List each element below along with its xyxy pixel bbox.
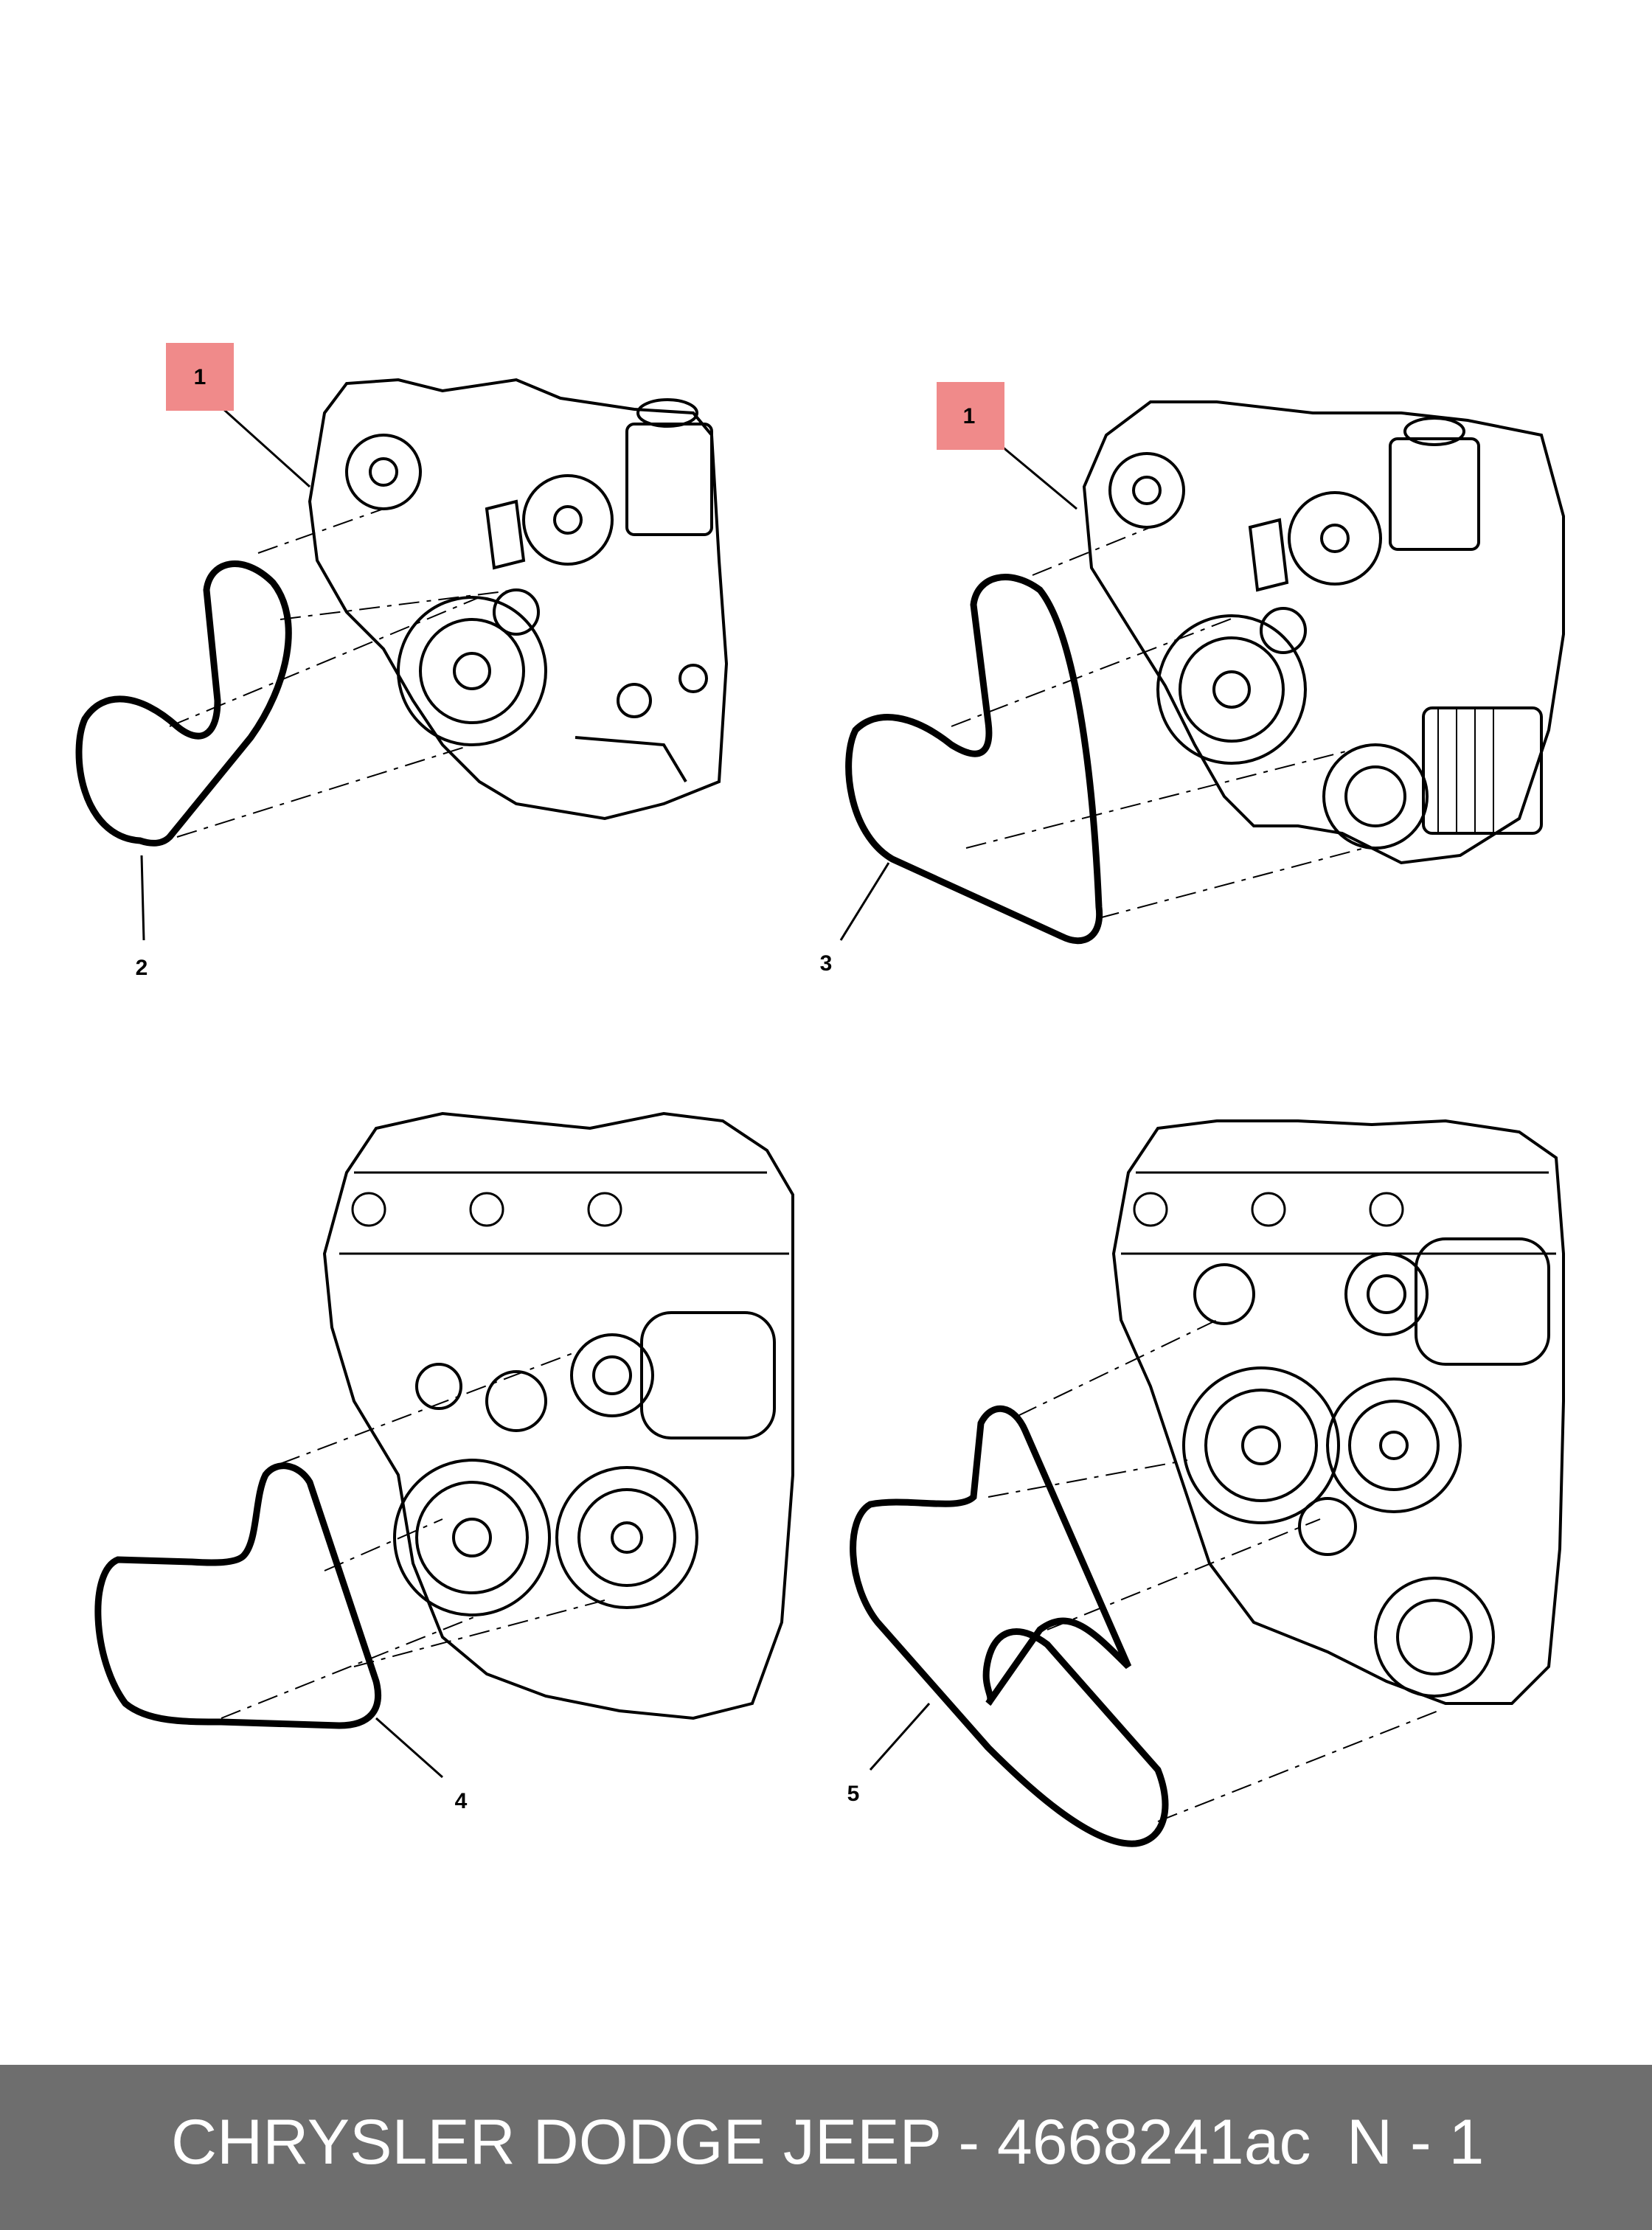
crank-pulley xyxy=(1182,1366,1340,1524)
crank-pulley xyxy=(1156,614,1307,765)
alternator-pulley xyxy=(345,434,422,510)
callout-1-tl: 1 xyxy=(194,365,206,389)
power-steering-pulley xyxy=(522,474,614,566)
panel-top-left xyxy=(75,378,729,941)
serpentine-belt xyxy=(850,1405,1169,1847)
panel-bottom-right xyxy=(850,1119,1565,1847)
engine-outline xyxy=(1111,1119,1565,1705)
highlight-box-tr xyxy=(937,382,1004,450)
crank-pulley xyxy=(393,1459,551,1616)
leader-3-tr xyxy=(839,862,890,941)
power-steering-pulley xyxy=(1326,1378,1462,1513)
leader-5-br xyxy=(869,1703,931,1771)
engine-outline xyxy=(1082,400,1565,865)
panel-top-right xyxy=(839,400,1565,945)
belt-routing-diagram: 1 2 1 xyxy=(75,343,1565,1847)
page-indicator: N - 1 xyxy=(1347,2107,1485,2178)
panel-bottom-left xyxy=(94,1111,794,1779)
serpentine-belt xyxy=(75,560,292,847)
tensioner-pulley xyxy=(1193,1263,1255,1325)
callout-5-br: 5 xyxy=(847,1782,860,1806)
alternator-pulley xyxy=(1108,452,1185,529)
callout-2-tl: 2 xyxy=(136,956,148,980)
highlight-box-tl xyxy=(166,343,234,411)
reservoir xyxy=(1389,437,1480,551)
engine-outline xyxy=(322,1111,794,1720)
alternator-pulley xyxy=(570,1333,654,1417)
idler-pulley xyxy=(1298,1497,1357,1556)
callout-3-tr: 3 xyxy=(820,951,833,976)
alternator-pulley xyxy=(1344,1252,1429,1336)
engine-outline xyxy=(308,378,729,821)
ac-compressor-pulley xyxy=(1322,743,1429,850)
tensioner-pulley xyxy=(485,1370,547,1432)
power-steering-pulley xyxy=(555,1466,698,1609)
leader-2-tl xyxy=(140,855,145,941)
reservoir xyxy=(625,423,713,536)
leader-1-tl xyxy=(214,400,311,488)
leader-4-bl xyxy=(375,1717,443,1779)
part-number-title: CHRYSLER DODGE JEEP - 4668241ac xyxy=(171,2107,1311,2178)
footer-bar: CHRYSLER DODGE JEEP - 4668241ac N - 1 xyxy=(0,2065,1652,2230)
ac-compressor-pulley xyxy=(1374,1577,1495,1698)
callout-1-tr: 1 xyxy=(963,404,976,428)
tensioner-pulley xyxy=(493,588,540,636)
power-steering-pulley xyxy=(1288,491,1382,586)
serpentine-belt xyxy=(94,1462,382,1729)
serpentine-belt xyxy=(845,574,1103,945)
tensioner-pulley xyxy=(1260,607,1307,654)
callout-4-bl: 4 xyxy=(455,1789,468,1813)
